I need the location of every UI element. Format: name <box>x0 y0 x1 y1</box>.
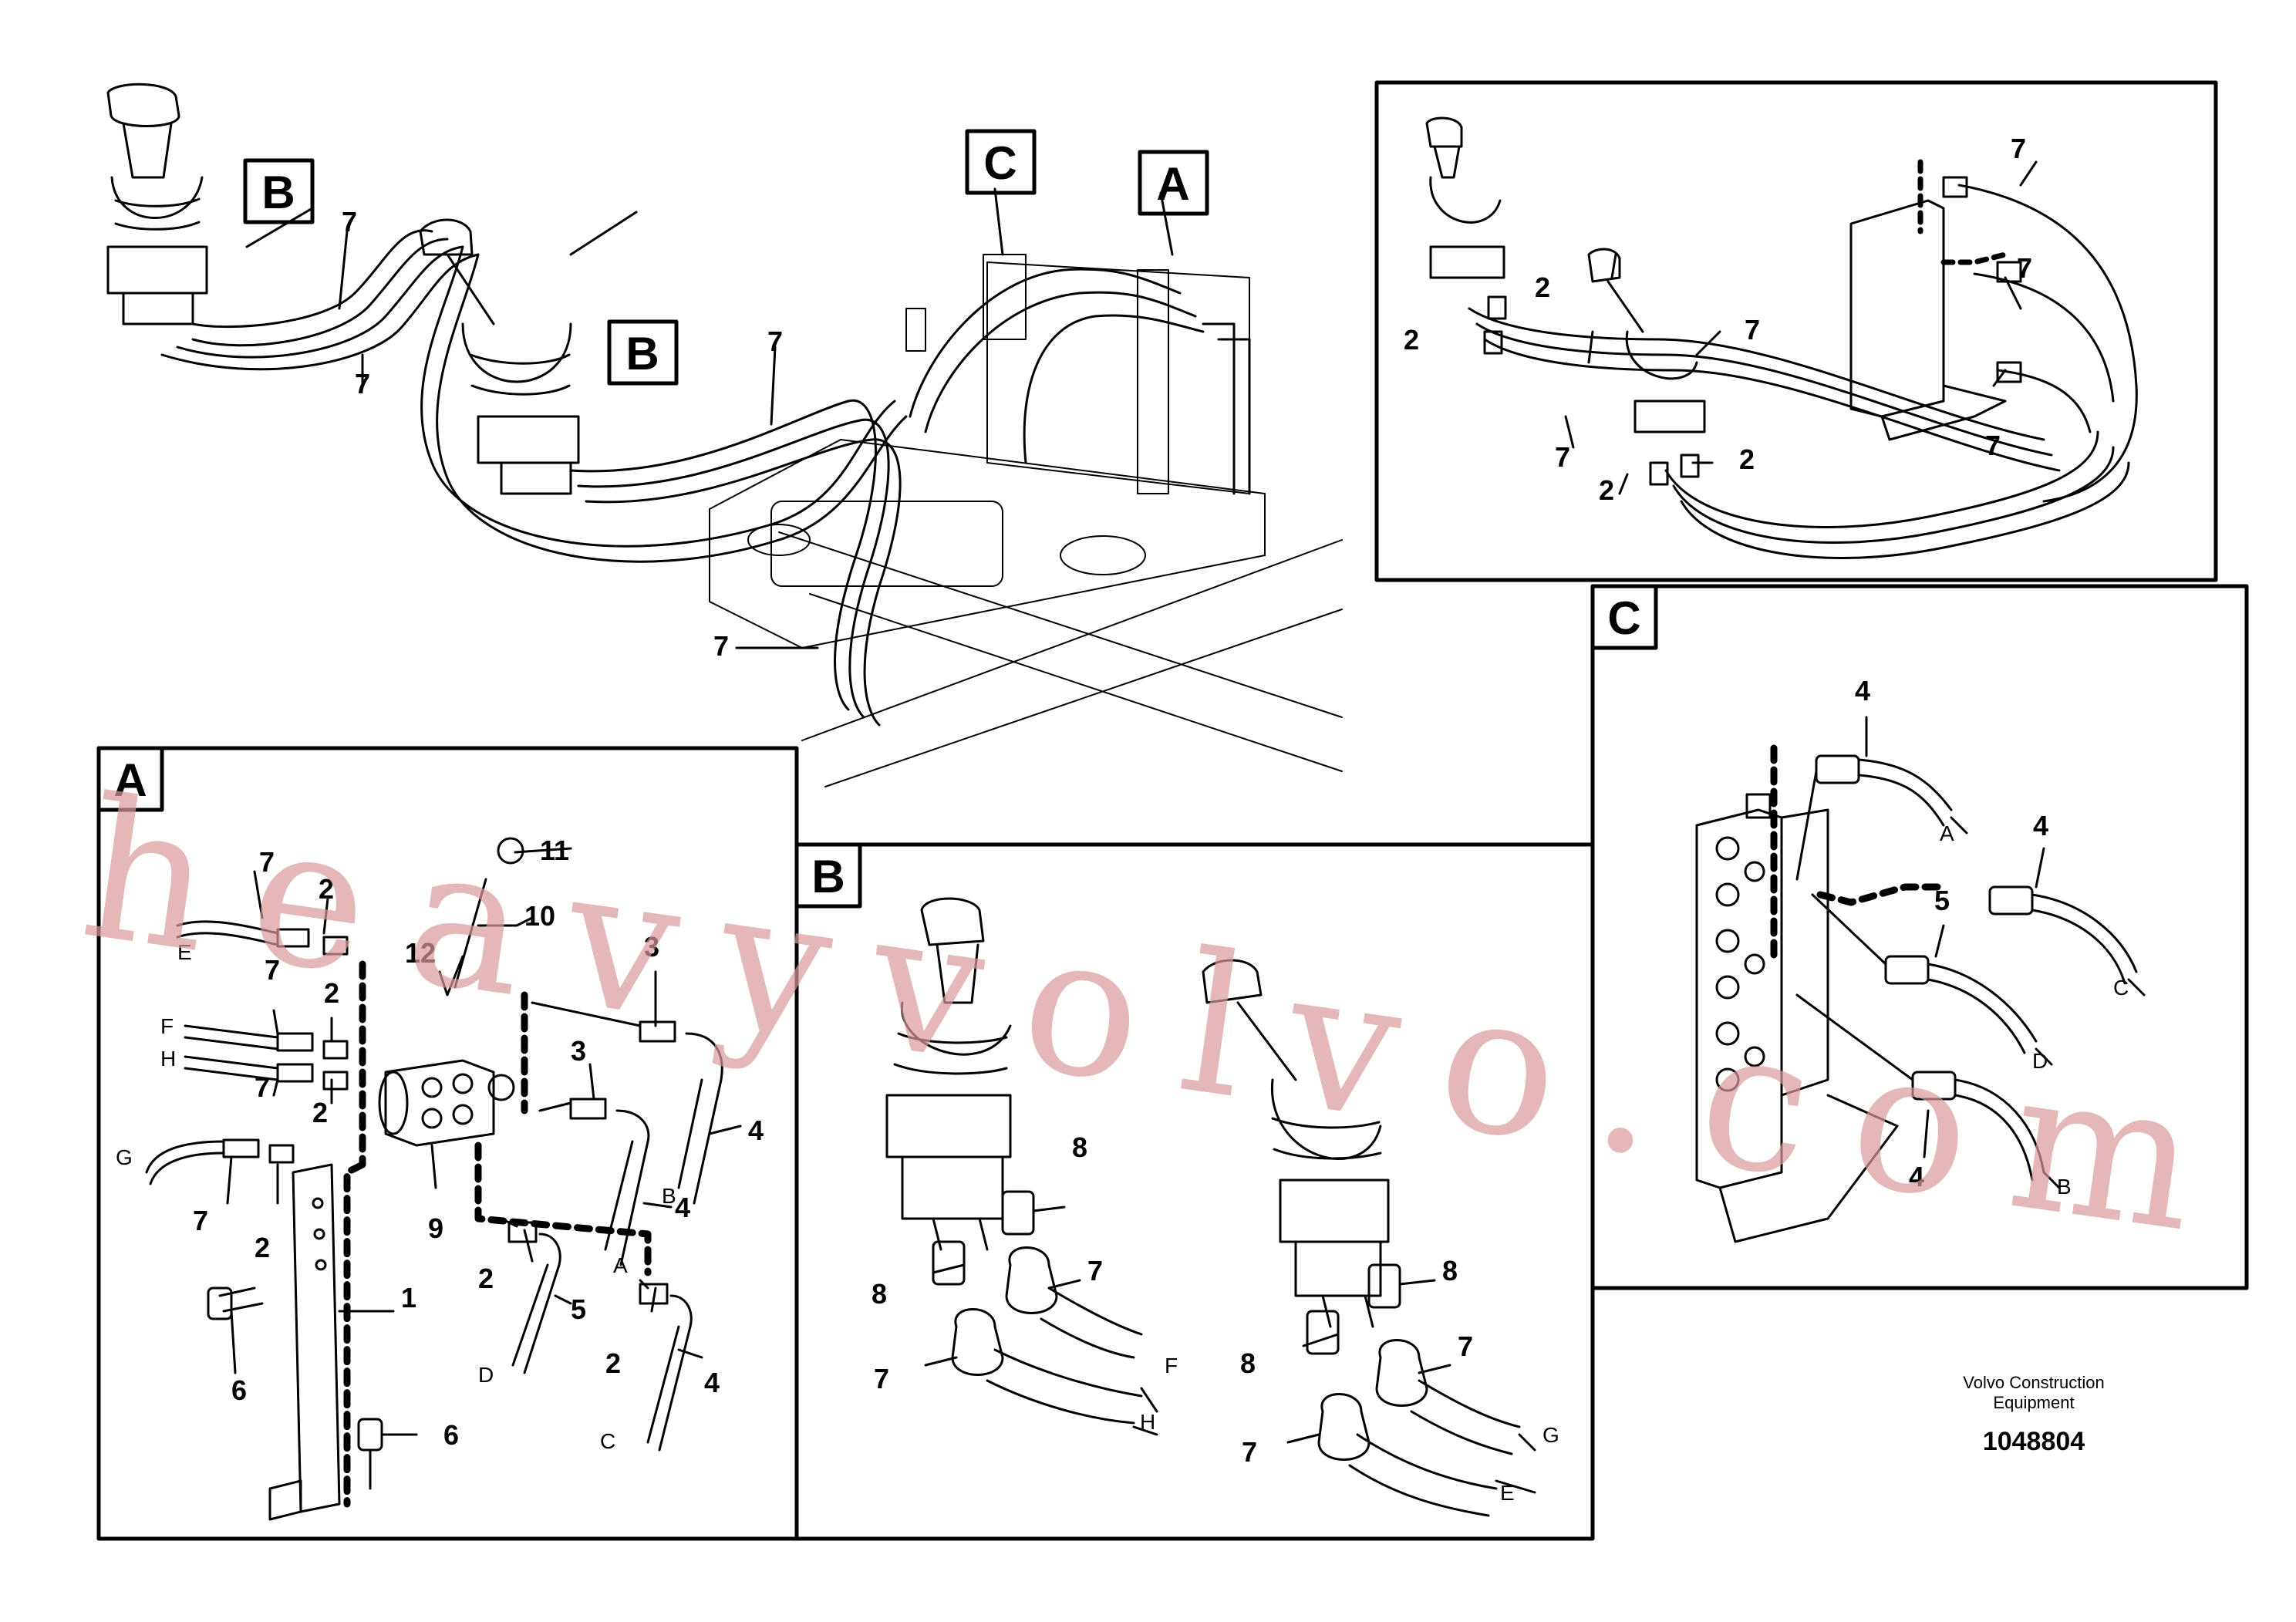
overview-leaders <box>245 187 1174 256</box>
panel-box-c <box>965 129 1037 195</box>
detail-b-illustration <box>885 897 1536 1517</box>
port-label-d: D <box>478 1363 494 1387</box>
panel-label-b-2: B <box>625 328 659 379</box>
panel-box-a <box>1138 150 1209 216</box>
panel-box-c-detail <box>1590 584 1658 650</box>
detail-c-illustration <box>1695 716 2146 1243</box>
hoses-overview <box>160 229 1251 727</box>
callout-11: 11 <box>540 835 569 866</box>
detail-c-frame <box>1590 584 2249 1290</box>
panel-label-b-detail: B <box>811 851 845 902</box>
callout-7: 7 <box>1985 430 2001 461</box>
panel-box-b-detail <box>794 842 862 909</box>
callout-7: 7 <box>259 846 275 878</box>
port-label-c: C <box>600 1429 615 1453</box>
callout-7: 7 <box>1555 441 1570 473</box>
panel-label-c: C <box>983 137 1017 189</box>
callout-4: 4 <box>704 1367 720 1398</box>
callout-4: 4 <box>1855 675 1870 706</box>
joystick-left-overview <box>106 83 208 325</box>
callout-7: 7 <box>255 1071 270 1103</box>
callout-7: 7 <box>342 206 357 238</box>
callout-3: 3 <box>571 1035 586 1067</box>
panel-label-a-detail: A <box>113 754 147 806</box>
panel-box-b-2 <box>607 319 679 386</box>
callout-5: 5 <box>571 1293 586 1325</box>
overview-illustration <box>106 83 1343 787</box>
company-name-line1: Volvo Construction <box>1963 1373 2104 1392</box>
port-label-a: A <box>1940 821 1954 845</box>
overview-inset-illustration <box>1425 116 2138 559</box>
callout-2: 2 <box>1739 443 1755 475</box>
callout-5: 5 <box>1934 885 1950 916</box>
port-label-h: H <box>1140 1410 1155 1434</box>
callout-7: 7 <box>767 325 783 357</box>
callout-2: 2 <box>255 1232 270 1263</box>
port-label-c: C <box>2113 976 2129 1000</box>
drawing-number: 1048804 <box>1983 1427 2085 1456</box>
callout-4: 4 <box>675 1192 690 1223</box>
callout-7: 7 <box>2017 252 2032 284</box>
callout-7: 7 <box>355 368 370 400</box>
callout-2: 2 <box>319 873 334 905</box>
callout-6: 6 <box>443 1419 459 1451</box>
callout-4: 4 <box>1909 1161 1924 1192</box>
callout-7: 7 <box>2011 133 2026 164</box>
callout-8: 8 <box>872 1278 887 1310</box>
joystick-right-overview <box>419 218 580 495</box>
port-label-h: H <box>160 1047 176 1071</box>
port-label-b: B <box>2057 1175 2072 1199</box>
callout-1: 1 <box>401 1282 416 1313</box>
callout-9: 9 <box>428 1212 443 1244</box>
port-label-b: B <box>662 1184 676 1208</box>
callout-7: 7 <box>1087 1255 1103 1286</box>
watermark-text: heavyvolvo.com <box>71 756 2210 1274</box>
callout-2: 2 <box>605 1347 621 1379</box>
panel-label-a: A <box>1156 158 1189 210</box>
callout-8: 8 <box>1072 1131 1087 1163</box>
port-label-g: G <box>1542 1423 1559 1447</box>
joystick-left-detail <box>885 897 1012 1251</box>
callout-2: 2 <box>312 1097 328 1128</box>
callout-2: 2 <box>1535 271 1550 303</box>
callout-2: 2 <box>478 1263 494 1294</box>
port-label-f: F <box>1165 1354 1178 1378</box>
callout-2: 2 <box>324 977 339 1009</box>
callout-2: 2 <box>1404 324 1419 356</box>
overview-inset-frame <box>1374 80 2218 582</box>
company-name-line2: Equipment <box>1993 1393 2074 1412</box>
callout-4: 4 <box>748 1114 764 1146</box>
callout-7: 7 <box>265 954 280 986</box>
callout-8: 8 <box>1240 1347 1256 1379</box>
panel-box-b-1 <box>243 158 315 224</box>
port-label-g: G <box>116 1145 133 1169</box>
port-label-a: A <box>613 1253 628 1277</box>
callout-7: 7 <box>1242 1436 1257 1468</box>
callout-10: 10 <box>524 900 555 932</box>
callout-7: 7 <box>713 630 729 662</box>
callout-8: 8 <box>1442 1255 1458 1286</box>
callout-12: 12 <box>405 937 436 969</box>
callout-4: 4 <box>2033 810 2048 841</box>
detail-a-illustration <box>145 837 742 1521</box>
callout-7: 7 <box>1458 1330 1473 1362</box>
panel-box-a-detail <box>96 746 164 812</box>
callout-3: 3 <box>644 931 659 963</box>
callout-6: 6 <box>231 1374 247 1406</box>
port-label-f: F <box>160 1014 174 1038</box>
callout-2: 2 <box>1599 474 1614 506</box>
overview-callout-leaders <box>338 230 819 649</box>
port-label-e: E <box>1500 1481 1515 1505</box>
port-label-d: D <box>2032 1049 2048 1073</box>
callout-7: 7 <box>874 1363 889 1394</box>
inset-joystick-left <box>1425 116 1505 279</box>
panel-letter-boxes <box>96 129 1658 909</box>
panel-label-b-1: B <box>261 167 295 218</box>
callout-7: 7 <box>193 1205 208 1236</box>
panel-label-c-detail: C <box>1607 592 1640 644</box>
port-label-e: E <box>177 940 192 964</box>
callout-7: 7 <box>1745 314 1760 346</box>
